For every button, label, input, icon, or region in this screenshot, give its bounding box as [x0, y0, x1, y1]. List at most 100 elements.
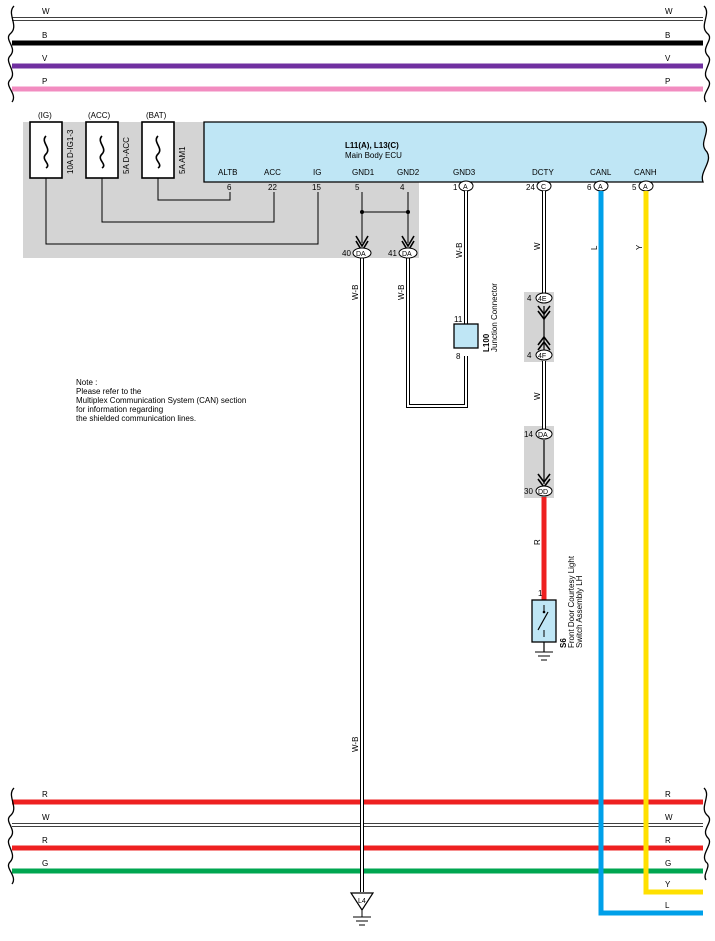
ecu-pin-num-canl: 6 [587, 183, 592, 192]
bus-label-r2-right: R [665, 836, 671, 845]
svg-text:8: 8 [456, 352, 461, 361]
fuse-acc-icon [99, 135, 105, 169]
svg-text:DA: DA [356, 251, 366, 258]
bottom-bus-wires: R R W W R R G G [7, 787, 711, 885]
fuse-acc [85, 121, 119, 179]
svg-text:A: A [643, 184, 648, 191]
connector-da40: 40 DA [342, 247, 372, 259]
ecu-pin-name-altb: ALTB [218, 168, 237, 177]
fuses: (IG) (ACC) (BAT) 10A D-IG1-3 5A D-ACC 5A… [29, 111, 187, 179]
break-mark-right-top [703, 5, 711, 103]
bus-label-w-left: W [42, 7, 50, 16]
fuse-source-ig: (IG) [38, 111, 52, 120]
break-mark-left-bottom [7, 787, 15, 885]
svg-text:14: 14 [524, 430, 533, 439]
svg-text:A: A [463, 184, 468, 191]
bus-label-w-bottom-right: W [665, 813, 673, 822]
bus-label-g-right: G [665, 859, 671, 868]
ecu-pin-num-gnd1: 5 [355, 183, 360, 192]
ecu-pin-num-dcty: 24 [526, 183, 535, 192]
ecu-pin-name-gnd1: GND1 [352, 168, 375, 177]
bus-label-r2-left: R [42, 836, 48, 845]
wire-label-wb-lower: W-B [351, 737, 360, 752]
main-body-ecu: L11(A), L13(C) Main Body ECU ALTB ACC IG… [203, 121, 710, 192]
ecu-connector-dcty: C [536, 180, 552, 192]
ecu-connector-gnd3: A [458, 180, 474, 192]
junction-connector-l100: 11 8 L100 Junction Connector [453, 283, 499, 361]
svg-text:S6: S6 [559, 638, 568, 648]
ecu-pin-name-gnd3: GND3 [453, 168, 476, 177]
wire-label-wb-gnd3: W-B [455, 243, 464, 258]
connector-30dd: 30 DD [524, 485, 553, 497]
break-mark-right-bottom [703, 787, 711, 881]
svg-text:41: 41 [388, 249, 397, 258]
bus-label-v-left: V [42, 54, 48, 63]
fuse-source-bat: (BAT) [146, 111, 167, 120]
fuse-wiring [45, 178, 319, 245]
bus-label-p-right: P [665, 77, 670, 86]
wire-label-l: L [590, 245, 599, 250]
connector-4f: 4 4F [527, 349, 553, 361]
note-line-3: for information regarding [76, 405, 164, 414]
bus-label-p-left: P [42, 77, 47, 86]
bus-label-r1-left: R [42, 790, 48, 799]
note-line-1: Please refer to the [76, 387, 142, 396]
fuse-rating-acc: 5A D-ACC [122, 137, 131, 174]
bus-label-r1-right: R [665, 790, 671, 799]
can-out-label-y: Y [665, 880, 671, 889]
dcty-wiring [537, 191, 551, 600]
ecu-connector-canl: A [593, 180, 609, 192]
ecu-pin-num-acc: 22 [268, 183, 277, 192]
wire-label-wb-da41: W-B [397, 285, 406, 300]
ecu-pin-name-canl: CANL [590, 168, 612, 177]
connector-4e-4f-shade [524, 292, 554, 362]
svg-text:DA: DA [402, 251, 412, 258]
svg-text:C: C [541, 184, 546, 191]
ground-wiring [355, 191, 468, 892]
wire-label-wb-da40: W-B [351, 285, 360, 300]
ground-l4: L4 [349, 892, 375, 926]
wire-label-y: Y [635, 244, 644, 250]
bus-label-b-left: B [42, 31, 47, 40]
wire-label-w-dcty-upper: W [533, 242, 542, 250]
note-line-4: the shielded communication lines. [76, 414, 197, 423]
bus-label-g-left: G [42, 859, 48, 868]
fuse-rating-bat: 5A AM1 [178, 146, 187, 174]
ecu-pin-num-gnd2: 4 [400, 183, 405, 192]
wire-label-r-switch: R [533, 539, 542, 545]
top-bus-wires: W W B B V V P P [7, 5, 711, 103]
ecu-pin-name-gnd2: GND2 [397, 168, 420, 177]
ecu-pin-num-canh: 5 [632, 183, 637, 192]
wire-label-w-dcty-lower: W [533, 392, 542, 400]
svg-text:11: 11 [454, 315, 463, 324]
fuse-rating-ig: 10A D-IG1-3 [66, 129, 75, 174]
can-h-wire [643, 191, 703, 895]
switch-s6: 1 S6 Front Door Courtesy Light Switch As… [531, 555, 584, 661]
shielded-lines-note: Note : Please refer to the Multiplex Com… [76, 378, 246, 423]
fuse-source-acc: (ACC) [88, 111, 111, 120]
bus-label-w-right: W [665, 7, 673, 16]
ecu-name: Main Body ECU [345, 151, 402, 160]
ecu-connector-canh: A [638, 180, 654, 192]
ecu-pin-num-ig: 15 [312, 183, 321, 192]
can-l-wire [598, 191, 703, 916]
bus-label-v-right: V [665, 54, 671, 63]
svg-text:L4: L4 [358, 898, 366, 905]
svg-text:L100: L100 [482, 333, 491, 352]
svg-text:DA: DA [538, 432, 548, 439]
connector-4e: 4 4E [527, 292, 553, 304]
fuse-ig [29, 121, 63, 179]
bus-label-b-right: B [665, 31, 670, 40]
bus-label-w-bottom-left: W [42, 813, 50, 822]
can-out-label-l: L [665, 901, 670, 910]
svg-text:Junction Connector: Junction Connector [490, 283, 499, 352]
note-line-2: Multiplex Communication System (CAN) sec… [76, 396, 247, 405]
svg-text:DD: DD [538, 489, 548, 496]
ecu-pin-num-altb: 6 [227, 183, 232, 192]
ecu-pin-name-dcty: DCTY [532, 168, 554, 177]
ecu-pin-name-canh: CANH [634, 168, 657, 177]
fuse-bat-icon [155, 135, 161, 169]
ecu-box [203, 121, 710, 183]
svg-text:Switch Assembly LH: Switch Assembly LH [575, 575, 584, 648]
